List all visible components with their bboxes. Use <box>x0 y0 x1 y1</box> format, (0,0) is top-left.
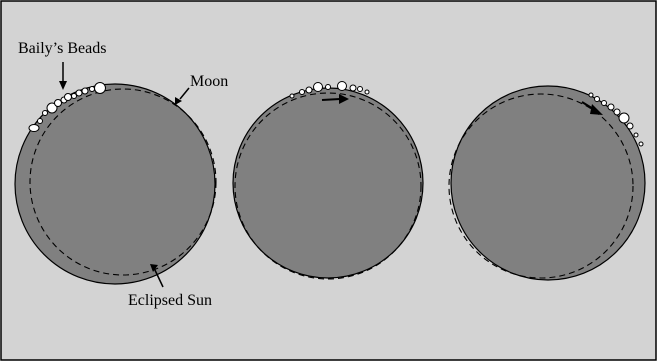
bead <box>639 142 643 146</box>
moon-label: Moon <box>190 73 228 90</box>
bead <box>365 90 369 94</box>
bead <box>608 104 614 110</box>
moon-disc <box>233 88 423 278</box>
eclipse-panel-3 <box>449 86 645 280</box>
bead <box>602 101 607 106</box>
bead <box>326 85 331 90</box>
bead <box>634 133 638 137</box>
bead <box>95 83 106 94</box>
bead <box>614 109 620 115</box>
bead <box>589 93 593 97</box>
bead <box>627 123 633 129</box>
bead <box>90 87 95 92</box>
bead <box>314 83 323 92</box>
eclipsed-sun-label: Eclipsed Sun <box>128 292 212 309</box>
bead <box>358 87 363 92</box>
bead <box>300 90 305 95</box>
bead <box>338 82 347 91</box>
bead <box>38 119 43 124</box>
bead <box>82 88 88 94</box>
bead <box>55 100 62 107</box>
bead <box>350 85 356 91</box>
bead <box>290 94 294 98</box>
bead <box>65 94 72 101</box>
bead <box>595 97 600 102</box>
bead <box>43 111 48 116</box>
bead <box>306 87 312 93</box>
bead <box>76 90 82 96</box>
bailys-beads-label: Baily’s Beads <box>18 40 106 57</box>
bead <box>29 125 39 132</box>
bead <box>619 113 629 123</box>
